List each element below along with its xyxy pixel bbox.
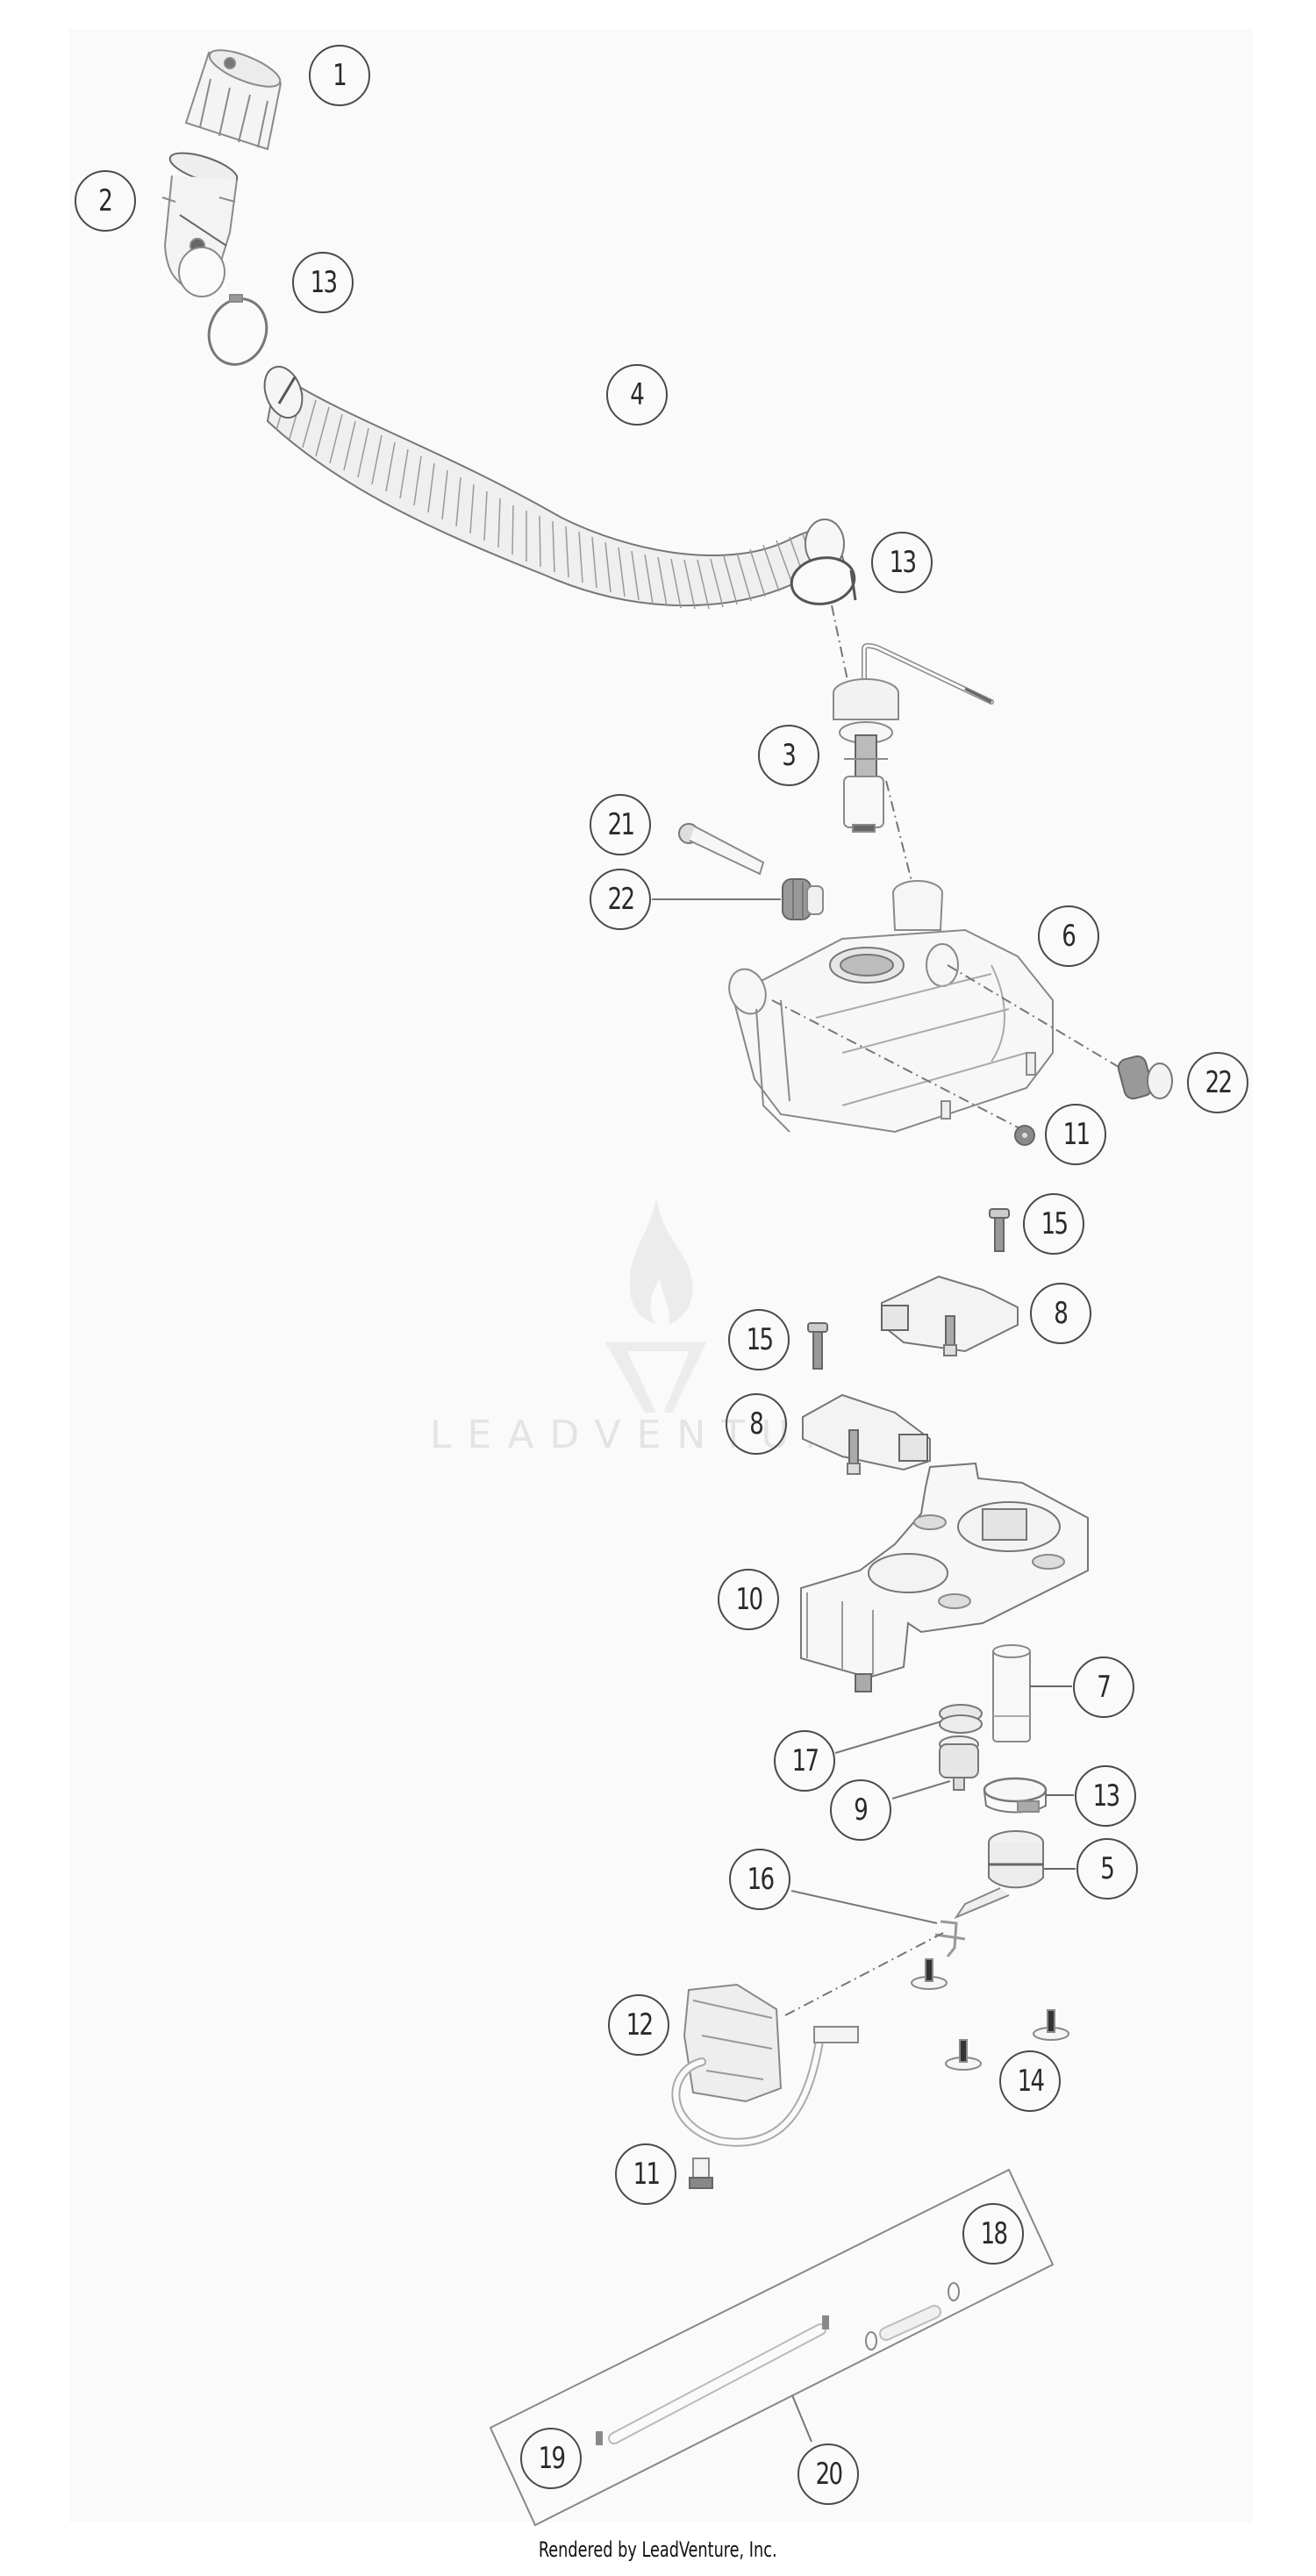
callout-label: 1: [333, 58, 348, 93]
callout-c15b[interactable]: 15: [728, 1309, 790, 1370]
callout-c19[interactable]: 19: [520, 2428, 582, 2489]
callout-label: 16: [747, 1862, 774, 1897]
footer-text: Rendered by LeadVenture, Inc.: [539, 2537, 777, 2562]
callout-label: 5: [1100, 1851, 1116, 1886]
callout-c5[interactable]: 5: [1076, 1838, 1138, 1900]
callout-c8a[interactable]: 8: [1030, 1283, 1091, 1344]
part-3-vent-valve[interactable]: [833, 642, 994, 833]
callout-label: 4: [630, 377, 646, 412]
callout-label: 6: [1062, 919, 1077, 954]
part-7-filter-cylinder[interactable]: [992, 1644, 1031, 1742]
assembly-line: [831, 605, 849, 685]
callout-label: 2: [98, 183, 114, 218]
callout-c7[interactable]: 7: [1073, 1657, 1134, 1718]
callout-label: 13: [1092, 1778, 1119, 1814]
part-9-check-valve[interactable]: [939, 1735, 979, 1791]
callout-label: 18: [980, 2216, 1007, 2251]
part-14-screws[interactable]: [911, 1958, 1069, 2071]
assembly-line: [885, 780, 913, 885]
leader-line: [891, 1780, 951, 1800]
part-4-corrugated-hose[interactable]: [258, 361, 846, 610]
part-6-reservoir-tank[interactable]: [723, 880, 1054, 1134]
callout-c6[interactable]: 6: [1038, 905, 1099, 967]
callout-label: 15: [1041, 1206, 1068, 1241]
callout-c11a[interactable]: 11: [1045, 1104, 1106, 1165]
callout-label: 11: [1062, 1117, 1090, 1152]
callout-c20[interactable]: 20: [797, 2444, 859, 2505]
callout-label: 13: [310, 265, 337, 300]
callout-c13c[interactable]: 13: [1075, 1765, 1136, 1827]
part-13c-hose-clamp[interactable]: [983, 1777, 1048, 1814]
callout-label: 9: [854, 1792, 869, 1828]
part-12-pump-assembly[interactable]: [671, 1983, 859, 2147]
callout-label: 12: [626, 2007, 653, 2043]
leader-line: [791, 2394, 812, 2443]
part-20-hose-kit-box[interactable]: [489, 2168, 1055, 2527]
assembly-line: [947, 964, 1128, 1073]
callout-label: 22: [1205, 1065, 1232, 1100]
callout-c22a[interactable]: 22: [590, 869, 651, 930]
callout-c12[interactable]: 12: [608, 1994, 669, 2056]
callout-c10[interactable]: 10: [718, 1569, 779, 1630]
callout-c3[interactable]: 3: [758, 725, 819, 786]
callout-c22b[interactable]: 22: [1187, 1052, 1248, 1113]
part-16-hose-clip[interactable]: [934, 1920, 966, 1957]
callout-c15a[interactable]: 15: [1023, 1193, 1084, 1255]
callout-label: 11: [633, 2157, 660, 2192]
callout-label: 14: [1017, 2064, 1044, 2099]
footer-credit: Rendered by LeadVenture, Inc.: [0, 2537, 1316, 2562]
callout-c18[interactable]: 18: [962, 2203, 1024, 2265]
callout-label: 21: [607, 807, 634, 842]
callout-label: 17: [791, 1743, 819, 1778]
callout-label: 15: [746, 1322, 773, 1357]
part-1-cap[interactable]: [184, 43, 284, 151]
callout-label: 20: [815, 2457, 842, 2492]
callout-c17[interactable]: 17: [774, 1730, 835, 1792]
assembly-line: [784, 1932, 944, 2016]
part-10-mounting-bracket[interactable]: [800, 1462, 1089, 1692]
callout-label: 13: [889, 545, 916, 580]
part-21-bolt[interactable]: [678, 823, 765, 876]
part-15b-screw[interactable]: [807, 1322, 828, 1370]
callout-label: 19: [538, 2441, 565, 2476]
part-5-hose-connector[interactable]: [954, 1830, 1044, 1920]
leader-line: [834, 1721, 942, 1754]
callout-c1[interactable]: 1: [309, 45, 370, 106]
part-13b-hose-clamp[interactable]: [788, 553, 858, 609]
part-11b-bolt[interactable]: [689, 2157, 713, 2189]
part-13a-hose-clamp[interactable]: [200, 290, 275, 372]
part-17-seal-ring[interactable]: [939, 1704, 983, 1734]
callout-c8b[interactable]: 8: [726, 1393, 787, 1455]
callout-c21[interactable]: 21: [590, 794, 651, 855]
part-22b-grommet[interactable]: [1117, 1055, 1173, 1101]
callout-c9[interactable]: 9: [830, 1779, 891, 1841]
callout-c4[interactable]: 4: [606, 364, 668, 426]
part-15a-screw[interactable]: [989, 1208, 1010, 1252]
callout-label: 8: [1054, 1296, 1069, 1331]
callout-label: 7: [1097, 1670, 1112, 1705]
callout-label: 8: [749, 1406, 765, 1442]
part-11a-nut[interactable]: [1014, 1125, 1035, 1146]
part-22a-grommet[interactable]: [782, 878, 824, 920]
callout-label: 10: [735, 1582, 762, 1617]
callout-c2[interactable]: 2: [75, 170, 136, 232]
callout-label: 3: [782, 738, 797, 773]
callout-c11b[interactable]: 11: [615, 2143, 676, 2205]
callout-c14[interactable]: 14: [999, 2050, 1061, 2112]
callout-c13a[interactable]: 13: [292, 252, 354, 313]
callout-label: 22: [607, 882, 634, 917]
leader-line: [790, 1890, 938, 1924]
callout-c16[interactable]: 16: [729, 1849, 790, 1910]
part-8b-sensor[interactable]: [802, 1393, 931, 1475]
part-8a-sensor[interactable]: [881, 1275, 1019, 1356]
part-2-breather-elbow[interactable]: [161, 147, 240, 297]
callout-c13b[interactable]: 13: [871, 532, 933, 593]
assembly-line: [771, 999, 1027, 1133]
